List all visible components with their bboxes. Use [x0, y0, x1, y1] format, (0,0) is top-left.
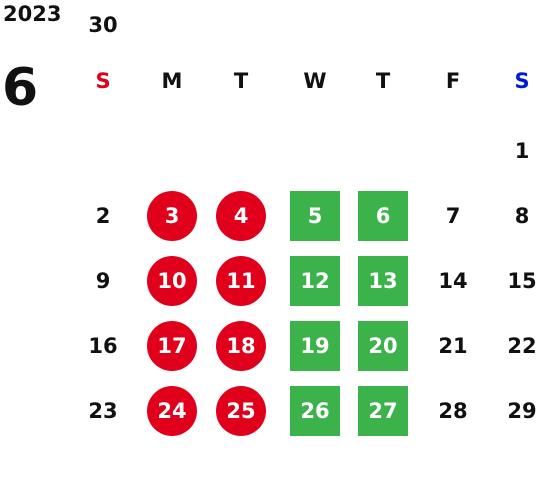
day-18[interactable]: 18	[216, 321, 266, 371]
day-24[interactable]: 24	[147, 386, 197, 436]
day-4[interactable]: 4	[216, 191, 266, 241]
day-30[interactable]: 30	[88, 13, 118, 37]
day-20[interactable]: 20	[358, 321, 408, 371]
weekday-5: F	[445, 69, 461, 93]
day-26[interactable]: 26	[290, 386, 340, 436]
day-8[interactable]: 8	[514, 204, 530, 228]
day-6[interactable]: 6	[358, 191, 408, 241]
day-28[interactable]: 28	[438, 399, 468, 423]
day-16[interactable]: 16	[88, 334, 118, 358]
day-21[interactable]: 21	[438, 334, 468, 358]
day-19[interactable]: 19	[290, 321, 340, 371]
day-13[interactable]: 13	[358, 256, 408, 306]
day-14[interactable]: 14	[438, 269, 468, 293]
day-11[interactable]: 11	[216, 256, 266, 306]
day-27[interactable]: 27	[358, 386, 408, 436]
day-2[interactable]: 2	[95, 204, 111, 228]
weekday-3: W	[303, 69, 327, 93]
day-10[interactable]: 10	[147, 256, 197, 306]
month-label: 6	[2, 58, 39, 118]
weekday-1: M	[161, 69, 183, 93]
day-17[interactable]: 17	[147, 321, 197, 371]
year-label: 2023	[3, 2, 62, 26]
weekday-0: S	[95, 69, 111, 93]
day-9[interactable]: 9	[95, 269, 111, 293]
day-3[interactable]: 3	[147, 191, 197, 241]
day-29[interactable]: 29	[507, 399, 537, 423]
weekday-4: T	[375, 69, 391, 93]
day-5[interactable]: 5	[290, 191, 340, 241]
weekday-6: S	[514, 69, 530, 93]
day-1[interactable]: 1	[514, 139, 530, 163]
day-22[interactable]: 22	[507, 334, 537, 358]
day-7[interactable]: 7	[445, 204, 461, 228]
day-25[interactable]: 25	[216, 386, 266, 436]
day-15[interactable]: 15	[507, 269, 537, 293]
day-12[interactable]: 12	[290, 256, 340, 306]
weekday-2: T	[233, 69, 249, 93]
day-23[interactable]: 23	[88, 399, 118, 423]
